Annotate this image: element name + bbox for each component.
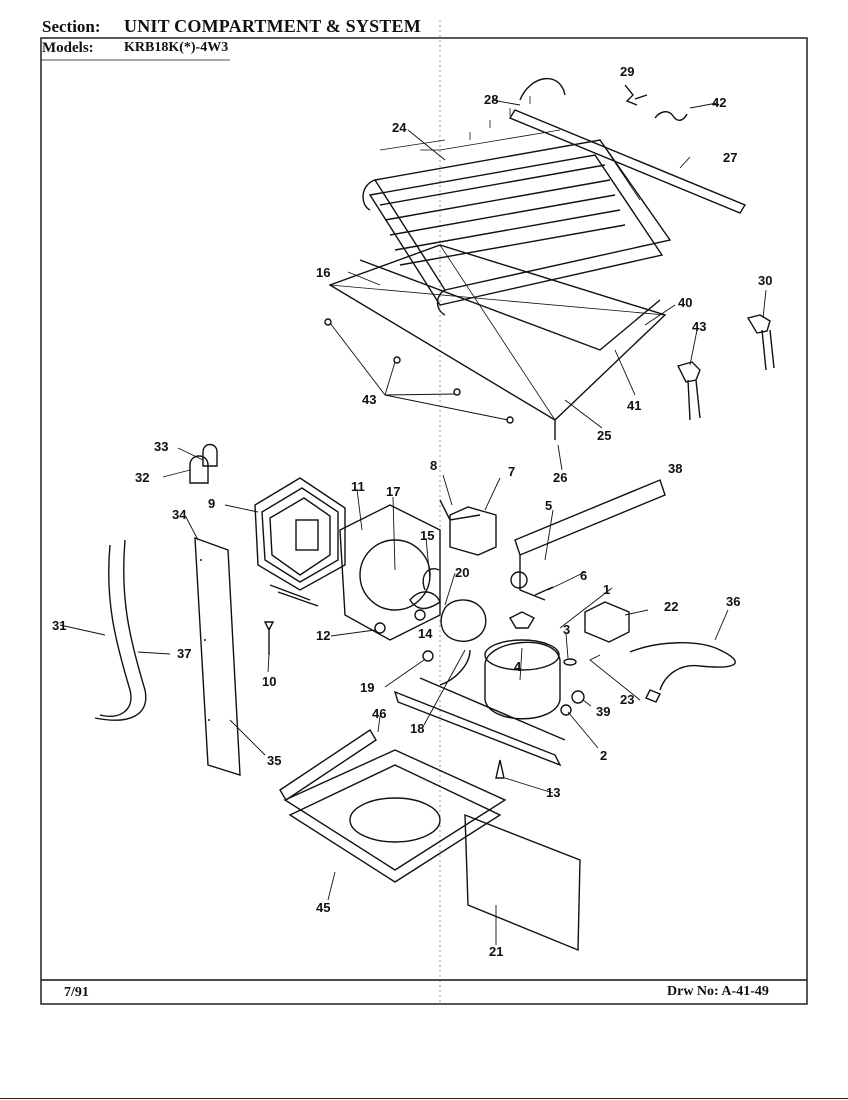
part-24-condenser bbox=[362, 96, 672, 316]
part-rail bbox=[393, 690, 562, 767]
part-7 bbox=[449, 506, 497, 556]
part-40-wire bbox=[359, 259, 661, 351]
part-38 bbox=[514, 479, 666, 556]
part-3 bbox=[563, 658, 577, 666]
part-8 bbox=[439, 499, 481, 521]
drawing-frame bbox=[40, 37, 808, 1005]
callout-36: 36 bbox=[726, 594, 740, 609]
part-9-coil bbox=[254, 477, 346, 607]
callout-11: 11 bbox=[351, 479, 365, 494]
callout-2: 2 bbox=[600, 748, 607, 763]
callout-8: 8 bbox=[430, 458, 437, 473]
part-2 bbox=[560, 704, 572, 716]
callout-39: 39 bbox=[596, 704, 610, 719]
callout-7: 7 bbox=[508, 464, 515, 479]
drawing-date: 7/91 bbox=[64, 985, 89, 1000]
callout-33: 33 bbox=[154, 439, 168, 454]
callout-15: 15 bbox=[420, 528, 434, 543]
callout-41: 41 bbox=[627, 398, 641, 413]
callout-17: 17 bbox=[386, 484, 400, 499]
callout-5: 5 bbox=[545, 498, 552, 513]
part-11-shroud bbox=[339, 504, 441, 641]
callout-46: 46 bbox=[372, 706, 386, 721]
drawing-number: Drw No: A-41-49 bbox=[667, 984, 769, 999]
callout-31: 31 bbox=[52, 618, 66, 633]
callout-25: 25 bbox=[597, 428, 611, 443]
callout-18: 18 bbox=[410, 721, 424, 736]
part-42 bbox=[654, 111, 688, 121]
part-6 bbox=[534, 586, 554, 596]
callout-16: 16 bbox=[316, 265, 330, 280]
callout-20: 20 bbox=[455, 565, 469, 580]
callout-28: 28 bbox=[484, 92, 498, 107]
leader-lines bbox=[59, 99, 767, 945]
callout-45: 45 bbox=[316, 900, 330, 915]
part-17-fan-ring bbox=[359, 539, 431, 611]
callout-27: 27 bbox=[723, 150, 737, 165]
part-21-panel bbox=[464, 813, 581, 952]
callout-30: 30 bbox=[758, 273, 772, 288]
section-label: Section: bbox=[42, 17, 101, 36]
part-18-wire bbox=[439, 649, 471, 686]
part-27 bbox=[508, 109, 747, 214]
part-46 bbox=[279, 729, 377, 801]
part-45-pan bbox=[283, 749, 507, 883]
callout-38: 38 bbox=[668, 461, 682, 476]
part-19 bbox=[422, 650, 434, 662]
part-14-motor bbox=[440, 599, 487, 642]
section-title: UNIT COMPARTMENT & SYSTEM bbox=[124, 16, 421, 36]
part-22 bbox=[584, 601, 630, 643]
callout-4: 4 bbox=[514, 659, 522, 674]
callout-24: 24 bbox=[392, 120, 407, 135]
models-label: Models: bbox=[42, 40, 94, 56]
callout-9: 9 bbox=[208, 496, 215, 511]
page-bottom-rule bbox=[0, 1098, 848, 1099]
callout-32: 32 bbox=[135, 470, 149, 485]
part-5 bbox=[510, 571, 528, 589]
part-12 bbox=[374, 622, 386, 634]
part-4-compressor bbox=[484, 611, 561, 720]
callout-1: 1 bbox=[603, 582, 610, 597]
callout-29: 29 bbox=[620, 64, 634, 79]
callout-44: 43 bbox=[692, 319, 706, 334]
part-44 bbox=[676, 361, 701, 421]
callout-40: 40 bbox=[678, 295, 692, 310]
callout-22: 22 bbox=[664, 599, 678, 614]
callout-37: 37 bbox=[177, 646, 191, 661]
part-37 bbox=[94, 539, 147, 721]
callout-23: 23 bbox=[620, 692, 634, 707]
callout-35: 35 bbox=[267, 753, 281, 768]
callout-13: 13 bbox=[546, 785, 560, 800]
callout-6: 6 bbox=[580, 568, 587, 583]
callout-10: 10 bbox=[262, 674, 276, 689]
part-15-blade bbox=[409, 568, 441, 610]
callout-34: 34 bbox=[172, 507, 187, 522]
part-34-panel bbox=[194, 536, 241, 776]
part-33 bbox=[202, 443, 218, 467]
part-31 bbox=[99, 544, 132, 717]
part-13 bbox=[495, 759, 505, 779]
part-28-tube bbox=[519, 78, 566, 101]
part-36-cord bbox=[629, 642, 736, 691]
callout-21: 21 bbox=[489, 944, 503, 959]
part-30 bbox=[746, 314, 775, 371]
part-29 bbox=[624, 84, 648, 106]
callout-19: 19 bbox=[360, 680, 374, 695]
callout-42: 42 bbox=[712, 95, 726, 110]
callout-43: 43 bbox=[362, 392, 376, 407]
callout-3: 3 bbox=[563, 622, 570, 637]
part-32 bbox=[189, 455, 209, 484]
part-10 bbox=[263, 621, 275, 655]
part-39 bbox=[571, 690, 585, 704]
callout-26: 26 bbox=[553, 470, 567, 485]
callout-12: 12 bbox=[316, 628, 330, 643]
callout-14: 14 bbox=[418, 626, 433, 641]
models-value: KRB18K(*)-4W3 bbox=[124, 40, 229, 55]
